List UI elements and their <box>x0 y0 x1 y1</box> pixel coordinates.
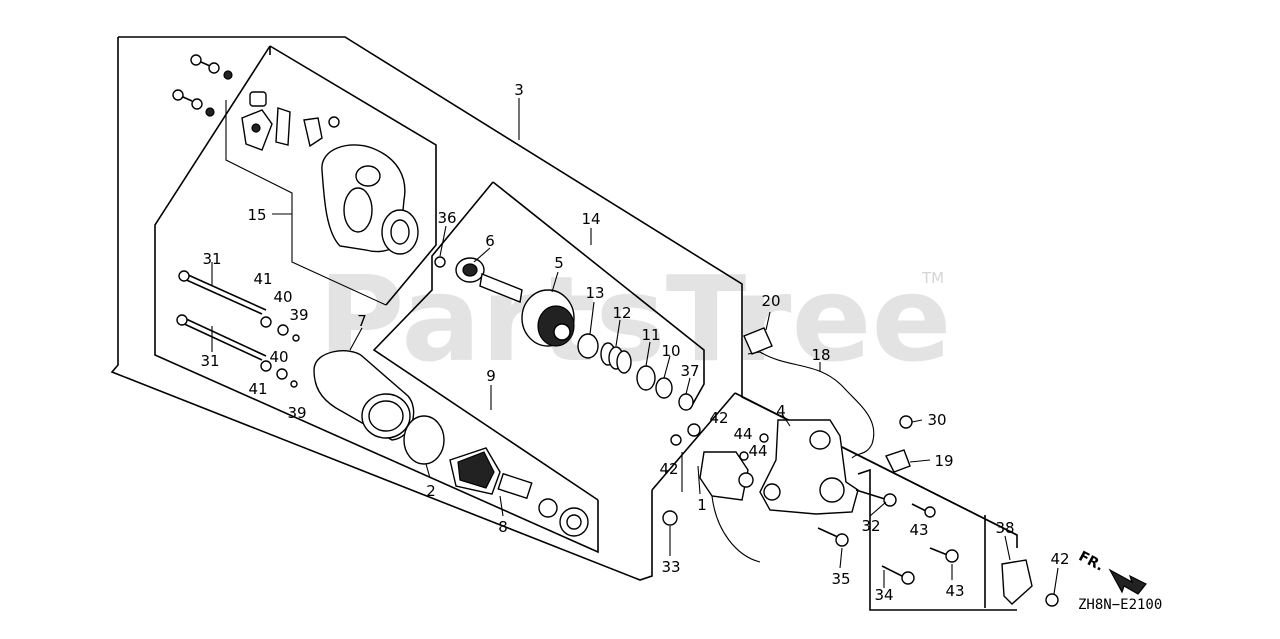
callout-c32: 32 <box>861 517 880 535</box>
callout-c31a: 31 <box>202 250 221 268</box>
callout-c41b: 41 <box>248 380 267 398</box>
callout-c34: 34 <box>874 586 893 604</box>
fr-label: FR. <box>1076 548 1106 574</box>
callout-c37: 37 <box>680 362 699 380</box>
armature-part <box>449 447 589 537</box>
fasteners <box>662 415 1059 607</box>
gear-part <box>521 289 575 347</box>
callout-c42c: 42 <box>1050 550 1069 568</box>
rear-cover-group-outline <box>154 45 599 554</box>
callout-c2: 2 <box>426 482 436 500</box>
rear-cover-part <box>321 144 446 268</box>
callout-c15: 15 <box>247 206 266 224</box>
watermark-trademark: TM <box>921 269 944 287</box>
drive-housing-part <box>759 419 859 515</box>
callout-c7: 7 <box>357 312 367 330</box>
rear-cover-inner-outline <box>225 100 387 306</box>
callout-c43b: 43 <box>945 582 964 600</box>
callout-c1: 1 <box>697 496 707 514</box>
callout-c39b: 39 <box>287 404 306 422</box>
lead-wire-part <box>743 327 875 459</box>
callout-c35: 35 <box>831 570 850 588</box>
callout-c44b: 44 <box>748 442 767 460</box>
callout-c5: 5 <box>554 254 564 272</box>
through-bolts <box>176 270 267 361</box>
pinion-spacers <box>577 333 694 411</box>
callout-c6: 6 <box>485 232 495 250</box>
o-ring-part <box>403 415 445 465</box>
callout-c42a: 42 <box>709 409 728 427</box>
callout-c39a: 39 <box>289 306 308 324</box>
solenoid-part <box>699 433 769 563</box>
callout-c42b: 42 <box>659 460 678 478</box>
callout-c41a: 41 <box>253 270 272 288</box>
callout-c14: 14 <box>581 210 600 228</box>
callout-c9: 9 <box>486 367 496 385</box>
diagram-code: ZH8N−E2100 <box>1078 597 1162 613</box>
leader-lines <box>211 98 1059 595</box>
callout-c12: 12 <box>612 304 631 322</box>
callout-c44a: 44 <box>733 425 752 443</box>
callout-c30: 30 <box>927 411 946 429</box>
pinion-shaft-part <box>455 257 523 303</box>
callout-c36: 36 <box>437 209 456 227</box>
callout-c3: 3 <box>514 81 524 99</box>
pinion-group-outline <box>372 181 705 501</box>
front-direction-indicator: FR. <box>1076 548 1147 595</box>
callout-c20: 20 <box>761 292 780 310</box>
small-washers <box>260 316 300 388</box>
callout-c33: 33 <box>661 558 680 576</box>
callout-c10: 10 <box>661 342 680 360</box>
callout-c31b: 31 <box>200 352 219 370</box>
callout-c4: 4 <box>776 402 786 420</box>
yoke-housing-part <box>313 350 415 441</box>
callout-c43a: 43 <box>909 521 928 539</box>
callout-c18: 18 <box>811 346 830 364</box>
callout-c40b: 40 <box>269 348 288 366</box>
callout-c19: 19 <box>934 452 953 470</box>
callout-c38: 38 <box>995 519 1014 537</box>
callout-c40a: 40 <box>273 288 292 306</box>
callout-c13: 13 <box>585 284 604 302</box>
callout-c8: 8 <box>498 518 508 536</box>
brush-holder-parts <box>241 91 340 151</box>
callout-c11: 11 <box>641 326 660 344</box>
top-screws <box>172 54 233 117</box>
watermark-text: PartsTree <box>318 250 952 388</box>
fr-arrow-icon <box>1108 568 1147 595</box>
